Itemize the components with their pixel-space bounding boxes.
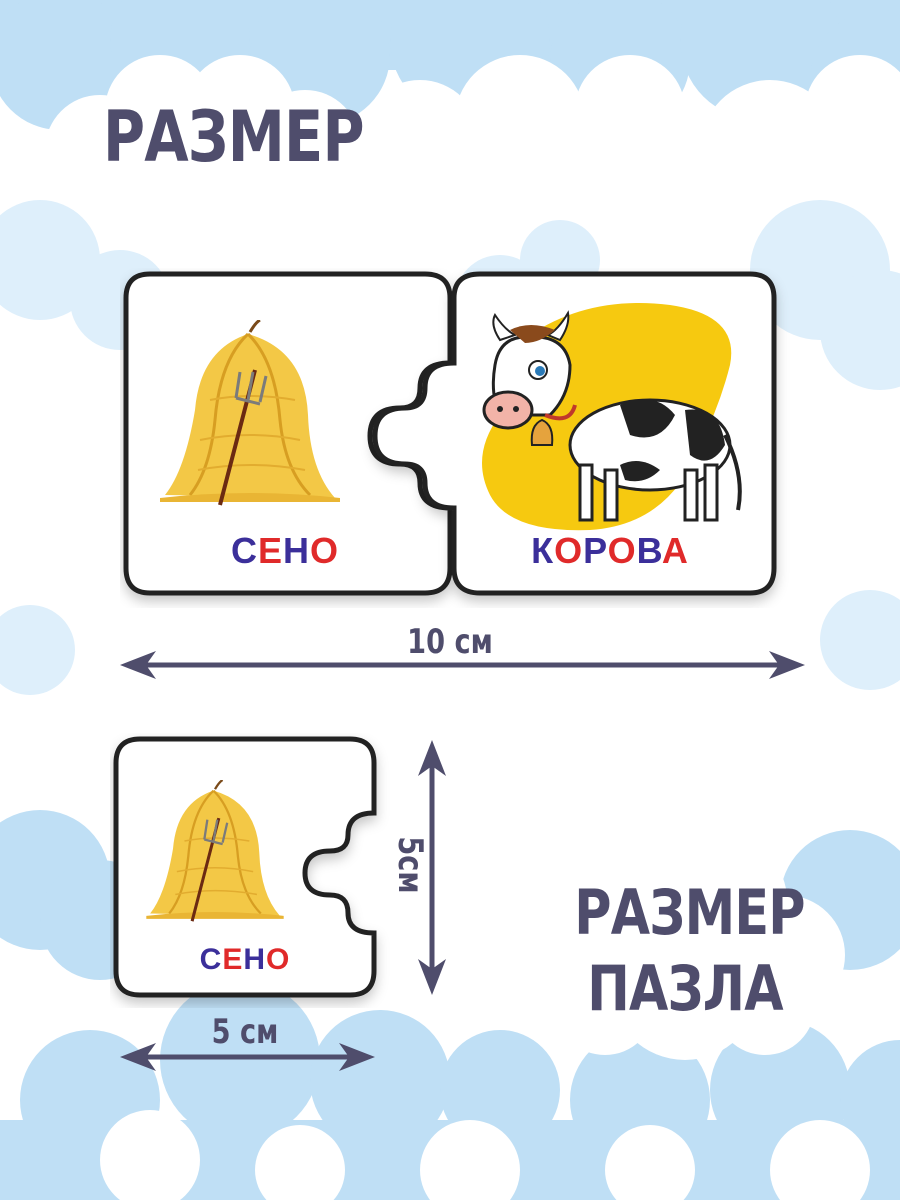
size-title: РАЗМЕР (102, 96, 365, 178)
letter: Р (583, 530, 608, 571)
haystack-icon (160, 320, 340, 506)
letter: Е (257, 530, 283, 571)
puzzle-size-title-line2: ПАЗЛА (587, 952, 783, 1025)
puzzle-size-title: РАЗМЕР ПАЗЛА (574, 875, 805, 1027)
haystack-icon (146, 780, 284, 922)
width-arrow-pair (120, 651, 805, 679)
cow-icon (482, 303, 742, 531)
letter: Е (222, 943, 244, 976)
width-arrow-single (120, 1043, 375, 1071)
letter: О (310, 530, 340, 571)
width-label-single: 5 см (211, 1012, 279, 1052)
letter: А (661, 530, 689, 571)
word-seno-large: СЕНО (150, 528, 420, 574)
letter: В (636, 530, 662, 571)
letter: К (531, 530, 555, 571)
puzzle-size-title-line1: РАЗМЕР (574, 876, 805, 949)
title-cloud-bottom (520, 838, 845, 1060)
word-seno-small: СЕНО (120, 940, 370, 980)
word-korova: КОРОВА (470, 528, 750, 574)
width-label-pair: 10 см (407, 622, 493, 662)
letter: О (266, 943, 291, 976)
letter: С (199, 943, 223, 976)
height-label-single: 5см (390, 836, 430, 894)
letter: О (554, 530, 584, 571)
letter: С (230, 530, 258, 571)
title-cloud (45, 55, 360, 223)
letter: Н (243, 943, 266, 976)
height-arrow-single (418, 740, 446, 995)
letter: Н (283, 530, 310, 571)
letter: О (607, 530, 637, 571)
